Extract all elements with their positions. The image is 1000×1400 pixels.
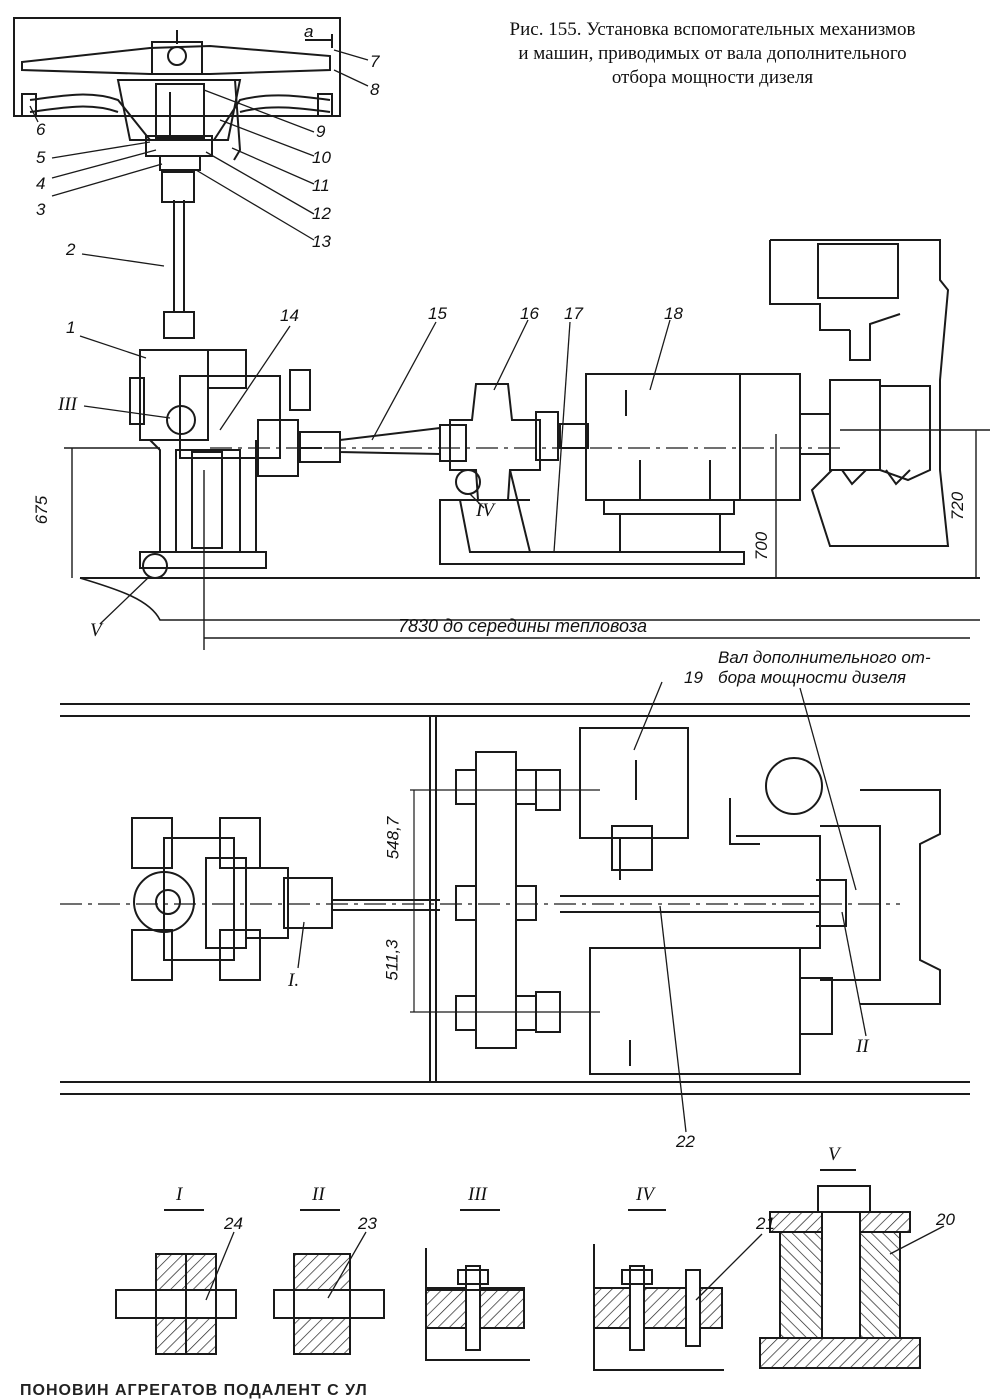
label-14: 14 <box>280 306 299 325</box>
cut-off-text: ПОНОВИН АГРЕГАТОВ ПОДАЛЕНТ С УЛ <box>20 1382 368 1399</box>
side-view <box>64 239 990 650</box>
label-18: 18 <box>664 304 683 323</box>
label-22: 22 <box>676 1132 695 1151</box>
label-4: 4 <box>36 174 46 193</box>
figure-caption: Рис. 155. Установка вспомогательных меха… <box>440 18 985 90</box>
label-3: 3 <box>36 200 46 219</box>
label-a: a <box>304 22 314 41</box>
label-13: 13 <box>312 232 331 251</box>
label-24: 24 <box>224 1214 243 1233</box>
label-V-side: V <box>90 620 102 641</box>
caption-line-2: и машин, приводимых от вала дополнительн… <box>518 43 907 64</box>
detail-title-IV: IV <box>636 1184 654 1205</box>
detail-title-III: III <box>468 1184 487 1205</box>
label-II-plan: II <box>856 1036 869 1057</box>
caption-line-3: отбора мощности дизеля <box>611 67 814 88</box>
detail-title-V: V <box>828 1144 840 1165</box>
dim-7830: 7830 до середины тепловоза <box>398 616 648 636</box>
label-8: 8 <box>370 80 380 99</box>
label-III-side: III <box>58 394 77 415</box>
label-17: 17 <box>564 304 583 323</box>
cab-inset <box>13 17 341 171</box>
label-10: 10 <box>312 148 331 167</box>
caption-line-1: Рис. 155. Установка вспомогательных меха… <box>509 19 916 40</box>
detail-title-I: I <box>176 1184 183 1205</box>
dim-675: 675 <box>32 495 52 525</box>
shaft-label: Вал дополнительного от- бора мощности ди… <box>718 648 931 688</box>
plan-view <box>60 703 970 1095</box>
dim-548-7: 548,7 <box>383 816 403 860</box>
label-6: 6 <box>36 120 46 139</box>
label-I-plan: I. <box>288 970 300 991</box>
label-9: 9 <box>316 122 326 141</box>
dim-700: 700 <box>752 531 772 561</box>
label-2: 2 <box>66 240 76 259</box>
detail-III <box>425 1209 530 1361</box>
label-1: 1 <box>66 318 76 337</box>
label-5: 5 <box>36 148 46 167</box>
detail-I <box>115 1209 237 1355</box>
shaft-label-line-1: Вал дополнительного от- <box>718 648 931 667</box>
label-19: 19 <box>684 668 703 687</box>
leader-lines <box>29 49 945 1301</box>
detail-title-II: II <box>312 1184 325 1205</box>
dim-720: 720 <box>948 491 968 521</box>
label-21: 21 <box>756 1214 775 1233</box>
dim-511-3: 511,3 <box>382 939 402 981</box>
label-IV-side: IV <box>476 500 494 521</box>
label-16: 16 <box>520 304 539 323</box>
label-23: 23 <box>358 1214 377 1233</box>
label-7: 7 <box>370 52 380 71</box>
shaft-label-line-2: бора мощности дизеля <box>718 668 906 687</box>
label-12: 12 <box>312 204 331 223</box>
label-20: 20 <box>936 1210 955 1229</box>
label-11: 11 <box>312 176 330 195</box>
detail-V <box>759 1169 921 1369</box>
cardan-shaft-2 <box>161 171 195 339</box>
detail-IV <box>593 1209 724 1371</box>
detail-II <box>273 1209 385 1355</box>
label-15: 15 <box>428 304 447 323</box>
